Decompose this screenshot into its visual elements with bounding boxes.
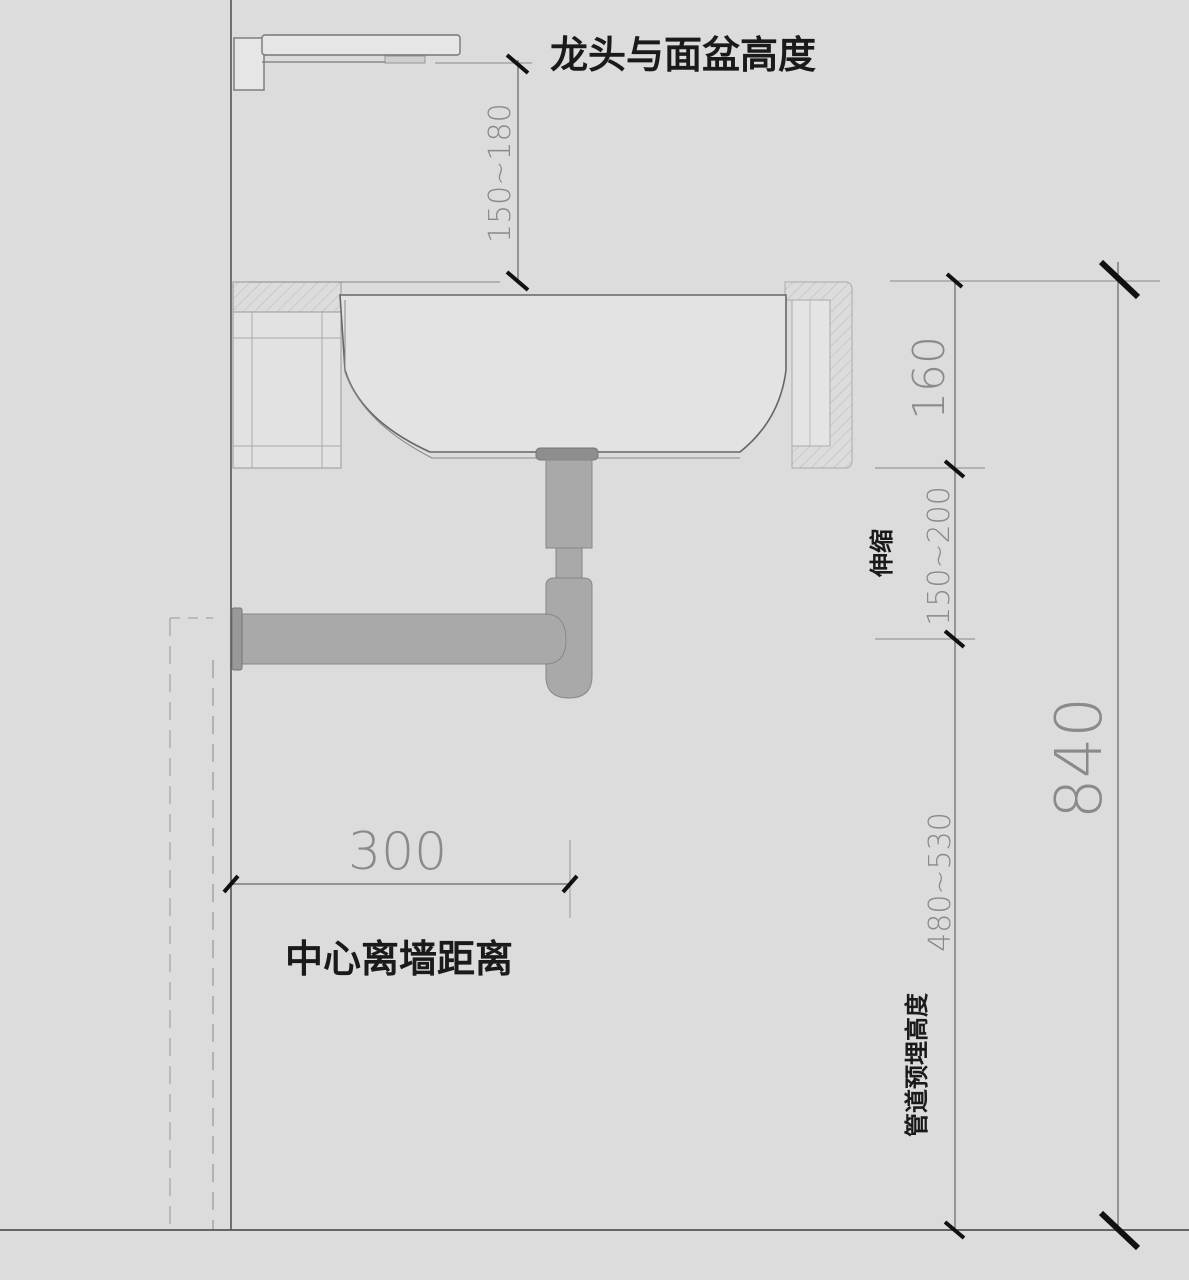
dim-text-pipe-embed: 480~530 — [923, 812, 958, 952]
dim-faucet-basin — [435, 53, 532, 292]
dim-vertical-chain — [875, 259, 1160, 1251]
drain-trap — [231, 447, 599, 699]
dim-text-telescopic: 150~200 — [922, 486, 957, 626]
dim-center-wall — [222, 840, 579, 918]
label-pipe-embed-height: 管道预埋高度 — [903, 993, 931, 1137]
label-center-to-wall: 中心离墙距离 — [285, 937, 514, 981]
basin — [339, 294, 787, 459]
faucet — [233, 34, 461, 91]
wall — [169, 0, 232, 1230]
dim-text-total-height: 840 — [1043, 696, 1117, 820]
dim-text-faucet-basin: 150~180 — [483, 103, 518, 243]
dim-text-center-wall: 300 — [348, 822, 448, 882]
label-faucet-basin-height: 龙头与面盆高度 — [550, 33, 817, 77]
dim-text-basin-depth: 160 — [904, 336, 955, 420]
countertop-left — [232, 281, 500, 469]
label-telescopic: 伸缩 — [868, 529, 896, 577]
countertop-right — [784, 281, 853, 469]
